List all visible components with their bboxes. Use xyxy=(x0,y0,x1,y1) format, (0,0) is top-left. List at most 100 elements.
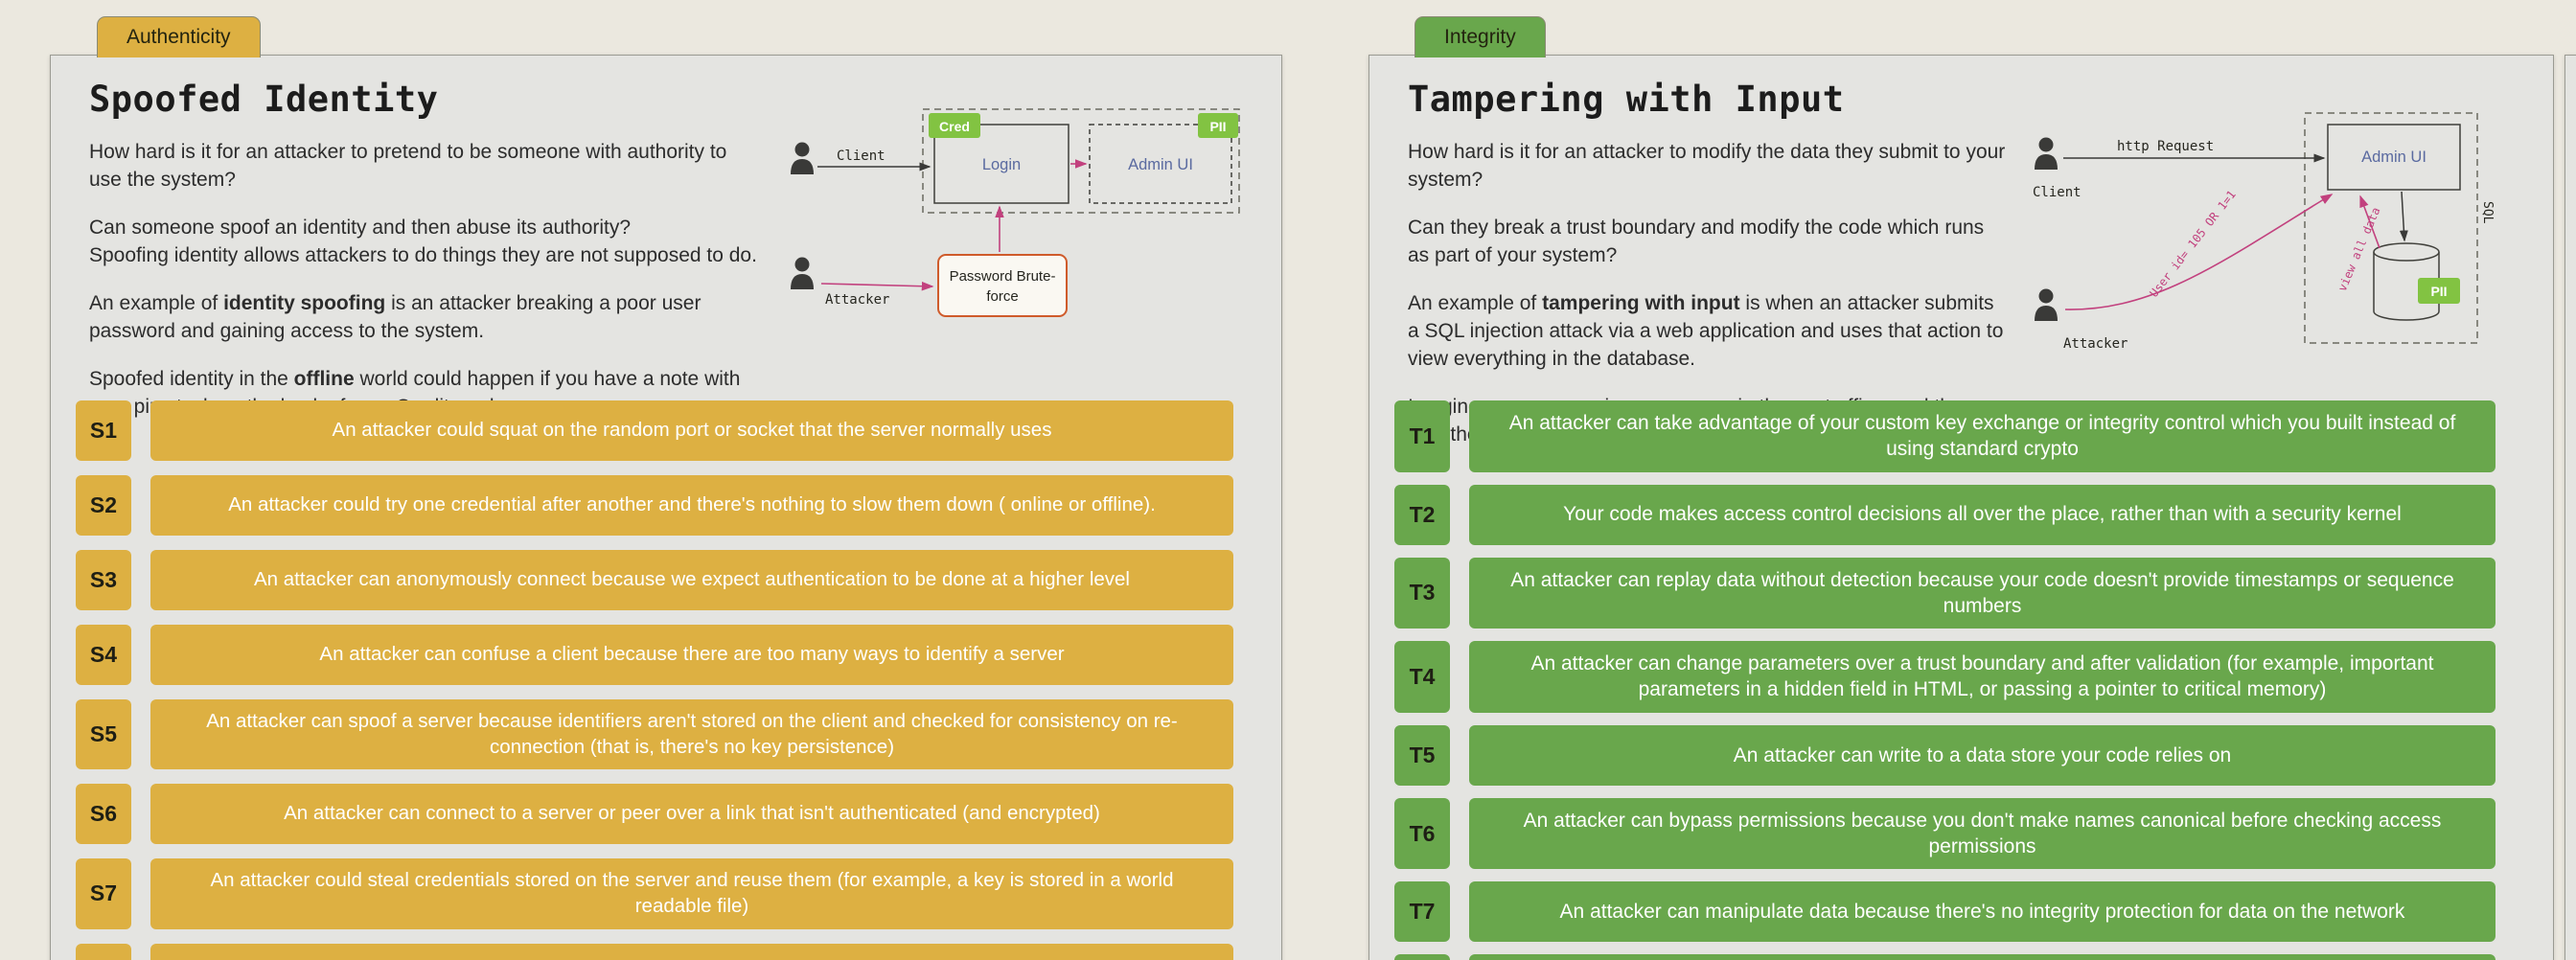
attacker-person-icon xyxy=(791,257,814,289)
threat-text: An attacker could try one credential aft… xyxy=(150,475,1233,536)
threat-card-S6[interactable]: S6 An attacker can connect to a server or… xyxy=(76,784,1233,845)
injection-flow-label: User id= 105 OR 1=1 xyxy=(2147,188,2239,300)
login-node[interactable]: Login Cred xyxy=(929,113,1070,204)
threat-text: An attacker can bypass permissions becau… xyxy=(1469,797,2496,870)
panel-authenticity[interactable]: Authenticity Spoofed Identity How hard i… xyxy=(50,16,1282,960)
threat-id-badge: S1 xyxy=(76,400,131,461)
client-label: Client xyxy=(837,149,886,164)
attacker-actor[interactable]: Attacker xyxy=(791,257,889,309)
threat-card-T2[interactable]: T2 Your code makes access control decisio… xyxy=(1394,484,2496,545)
paragraph: An example of identity spoofing is an at… xyxy=(89,291,702,342)
threat-text: An attacker can spoof a server because i… xyxy=(150,699,1233,770)
threat-card-T3[interactable]: T3 An attacker can replay data without de… xyxy=(1394,557,2496,629)
view-all-data-flow[interactable] xyxy=(2359,194,2380,249)
paragraph: Can they break a trust boundary and modi… xyxy=(1408,216,1985,266)
threat-id-badge xyxy=(76,943,131,960)
threat-card-list-spoofing: S1 An attacker could squat on the random … xyxy=(76,400,1233,960)
login-node-label: Login xyxy=(982,156,1021,173)
page-title-tampering-with-input: Tampering with Input xyxy=(1408,79,1845,120)
threat-id-badge: S7 xyxy=(76,858,131,929)
admin-ui-node[interactable]: Admin UI PII xyxy=(1089,113,1238,204)
http-request-label: http Request xyxy=(2117,139,2214,154)
pii-tag-label: PII xyxy=(1209,119,1226,134)
pii-tag-label: PII xyxy=(2430,284,2447,299)
threat-text: An attacker can write to a data store yo… xyxy=(1469,724,2496,786)
spoofing-dfd-diagram: Login Cred Admin UI PII Client Pass xyxy=(791,108,1240,317)
threat-card-T4[interactable]: T4 An attacker can change parameters over… xyxy=(1394,641,2496,713)
database-node[interactable]: PII xyxy=(2373,242,2460,321)
attacker-to-bruteforce-flow[interactable] xyxy=(820,281,934,291)
threat-id-badge: S3 xyxy=(76,550,131,610)
paragraph: How hard is it for an attacker to preten… xyxy=(89,141,727,191)
threat-text: An attacker can confuse a client because… xyxy=(150,625,1233,685)
page-title-spoofed-identity: Spoofed Identity xyxy=(89,79,439,120)
threat-text: Your code makes access control decisions… xyxy=(1469,484,2496,545)
admin-ui-node-label: Admin UI xyxy=(1128,156,1193,173)
paragraph: Can someone spoof an identity and then a… xyxy=(89,216,757,266)
threat-card-T7[interactable]: T7 An attacker can manipulate data becaus… xyxy=(1394,881,2496,943)
threat-card-T5[interactable]: T5 An attacker can write to a data store … xyxy=(1394,724,2496,786)
client-actor[interactable]: Client xyxy=(791,142,886,175)
bruteforce-label-line1: Password Brute- xyxy=(950,268,1056,285)
attacker-actor[interactable]: Attacker xyxy=(2035,288,2128,353)
paragraph: An example of tampering with input is wh… xyxy=(1408,291,2004,370)
bruteforce-label-line2: force xyxy=(986,288,1018,305)
threat-text xyxy=(1469,954,2496,960)
sql-flow-label: SQL xyxy=(2480,201,2495,224)
admin-ui-node-label: Admin UI xyxy=(2361,149,2426,166)
threat-text: An attacker can manipulate data because … xyxy=(1469,881,2496,943)
tab-authenticity[interactable]: Authenticity xyxy=(97,16,261,57)
client-actor[interactable]: Client xyxy=(2033,137,2082,201)
attacker-label: Attacker xyxy=(825,292,889,308)
threat-text: An attacker can replay data without dete… xyxy=(1469,557,2496,629)
threat-card-T6[interactable]: T6 An attacker can bypass permissions bec… xyxy=(1394,797,2496,870)
cred-tag xyxy=(929,113,980,138)
tampering-dfd-diagram: Admin UI PII SQL Client http Request xyxy=(2033,112,2495,353)
threat-text: An attacker can change parameters over a… xyxy=(1469,641,2496,713)
attacker-person-icon xyxy=(2035,288,2058,321)
threat-id-badge: S2 xyxy=(76,475,131,536)
threat-text xyxy=(150,943,1233,960)
panel-next-sliver[interactable] xyxy=(2564,55,2576,960)
threat-card-S8-cutoff[interactable] xyxy=(76,943,1233,960)
client-label: Client xyxy=(2033,185,2082,200)
tab-integrity[interactable]: Integrity xyxy=(1414,16,1546,57)
intro-text-authenticity: How hard is it for an attacker to preten… xyxy=(89,139,760,422)
threat-text: An attacker could squat on the random po… xyxy=(150,400,1233,461)
cred-tag-label: Cred xyxy=(939,119,970,134)
attacker-label: Attacker xyxy=(2063,336,2128,352)
threat-id-badge: T7 xyxy=(1394,881,1450,943)
client-person-icon xyxy=(791,142,814,174)
admin-to-db-flow[interactable] xyxy=(2399,191,2408,242)
threat-card-S2[interactable]: S2 An attacker could try one credential a… xyxy=(76,475,1233,536)
threat-card-S7[interactable]: S7 An attacker could steal credentials st… xyxy=(76,858,1233,929)
threat-id-badge: T1 xyxy=(1394,400,1450,472)
pii-tag xyxy=(1198,113,1238,138)
password-bruteforce-node[interactable]: Password Brute- force xyxy=(937,254,1068,317)
threat-text: An attacker can connect to a server or p… xyxy=(150,784,1233,845)
threat-card-S1[interactable]: S1 An attacker could squat on the random … xyxy=(76,400,1233,461)
threat-id-badge: S6 xyxy=(76,784,131,845)
admin-ui-node[interactable]: Admin UI xyxy=(2327,124,2461,191)
threat-id-badge: T6 xyxy=(1394,797,1450,870)
threat-id-badge: S5 xyxy=(76,699,131,770)
trust-boundary[interactable] xyxy=(922,108,1240,214)
trust-boundary[interactable] xyxy=(2304,112,2478,344)
threat-id-badge: S4 xyxy=(76,625,131,685)
threat-card-T8-cutoff[interactable] xyxy=(1394,954,2496,960)
threat-id-badge: T5 xyxy=(1394,724,1450,786)
threat-id-badge: T3 xyxy=(1394,557,1450,629)
panel-integrity[interactable]: Integrity Tampering with Input How hard … xyxy=(1368,16,2554,960)
threat-id-badge: T2 xyxy=(1394,484,1450,545)
threat-card-S5[interactable]: S5 An attacker can spoof a server because… xyxy=(76,699,1233,770)
paragraph: How hard is it for an attacker to modify… xyxy=(1408,141,2006,191)
pii-tag xyxy=(2418,278,2460,304)
threat-id-badge: T4 xyxy=(1394,641,1450,713)
threat-card-S4[interactable]: S4 An attacker can confuse a client becau… xyxy=(76,625,1233,685)
injection-flow[interactable] xyxy=(2064,194,2334,310)
threat-text: An attacker could steal credentials stor… xyxy=(150,858,1233,929)
